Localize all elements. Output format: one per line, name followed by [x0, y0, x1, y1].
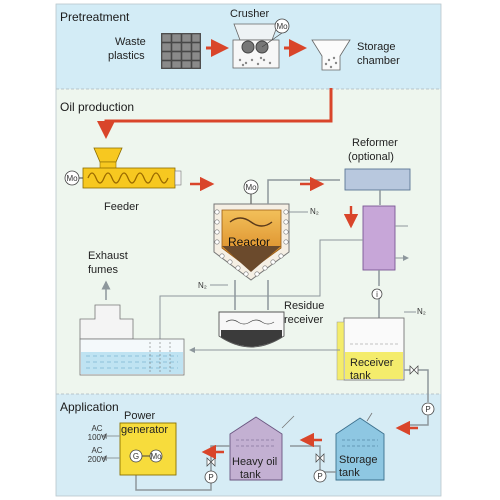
diagram-frame: [55, 3, 442, 497]
instrument-label: i: [376, 290, 378, 299]
reactor-icon: [213, 203, 290, 281]
pump-label: P: [425, 405, 431, 414]
section-title-application: Application: [60, 400, 119, 414]
generator-motor-label: Mo: [150, 452, 162, 461]
fuel-line: [135, 445, 230, 491]
nitrogen-label-residue: N₂: [198, 281, 207, 290]
instrument-icon: [371, 288, 383, 300]
ac-200v-label-1: AC: [91, 446, 103, 455]
section-title-pretreatment: Pretreatment: [60, 10, 130, 24]
residue-fill: [221, 330, 282, 347]
ac-100v-label-2: 100V: [87, 433, 107, 442]
residue-wave: [225, 319, 275, 325]
oil-transfer-line: [410, 415, 429, 426]
reformer-label-2: (optional): [348, 151, 394, 163]
power-generator-label-2: generator: [121, 424, 169, 436]
reformer-label-1: Reformer: [352, 137, 398, 149]
storage-chamber-label-1: Storage: [357, 41, 396, 53]
generator-label: G: [132, 452, 140, 461]
crusher-label: Crusher: [230, 8, 270, 20]
nitrogen-label-receiver: N₂: [417, 307, 426, 316]
waste-plastics-label-2: plastics: [108, 50, 145, 62]
section-title-oil-production: Oil production: [60, 100, 135, 114]
receiver-tank-label-1: Receiver: [350, 357, 394, 369]
ac-200v-label-2: 200V: [87, 455, 107, 464]
residue-receiver-label-2: receiver: [284, 314, 324, 326]
storage-tank-label-2: tank: [339, 467, 360, 479]
pump-label: P: [208, 473, 214, 482]
pump-icon: [313, 469, 327, 483]
crusher-motor-label: Mo: [276, 22, 288, 31]
power-generator-icon: [119, 422, 177, 476]
nitrogen-label-reactor: N₂: [310, 207, 319, 216]
waste-plastics-label-1: Waste: [115, 36, 146, 48]
exhaust-fumes-label-1: Exhaust: [88, 250, 128, 262]
receiver-tank-icon: [336, 317, 405, 381]
scrubber-tank-icon: [79, 338, 185, 376]
receiver-tank-label-2: tank: [350, 370, 371, 382]
vent-pipe: [281, 415, 295, 429]
pump-icon: [204, 470, 218, 484]
valve-icon: [315, 453, 325, 463]
feeder-motor-label: Mo: [66, 174, 78, 183]
heavy-oil-tank-label-1: Heavy oil: [232, 456, 278, 468]
offgas-line: [159, 278, 321, 340]
heavy-oil-tank-label-2: tank: [240, 469, 261, 481]
feeder-label: Feeder: [104, 201, 139, 213]
residue-receiver-label-1: Residue: [284, 300, 325, 312]
ac-100v-label-1: AC: [91, 424, 103, 433]
exhaust-fumes-label-2: fumes: [88, 264, 118, 276]
valve-icon: [409, 365, 419, 375]
storage-tank-label-1: Storage: [339, 454, 378, 466]
generator-motor-icon: [149, 449, 163, 463]
pump-label: P: [317, 472, 323, 481]
reactor-label: Reactor: [228, 235, 271, 249]
feed-transfer-line: [97, 88, 333, 139]
gas-return-line: [319, 239, 363, 278]
vent-pipe: [366, 412, 373, 422]
waste-plastics-icon: [161, 33, 201, 69]
feeder-icon: [82, 147, 182, 189]
heavy-oil-tank-icon: [229, 416, 283, 481]
crusher-icon: [232, 23, 280, 69]
drive-shaft: [261, 32, 283, 48]
reformer-icon: [344, 168, 411, 191]
storage-chamber-label-2: chamber: [357, 55, 400, 67]
condenser-icon: [362, 205, 396, 271]
reactor-motor-label: Mo: [245, 183, 257, 192]
storage-chamber-icon: [311, 39, 351, 71]
power-generator-label-1: Power: [124, 410, 156, 422]
